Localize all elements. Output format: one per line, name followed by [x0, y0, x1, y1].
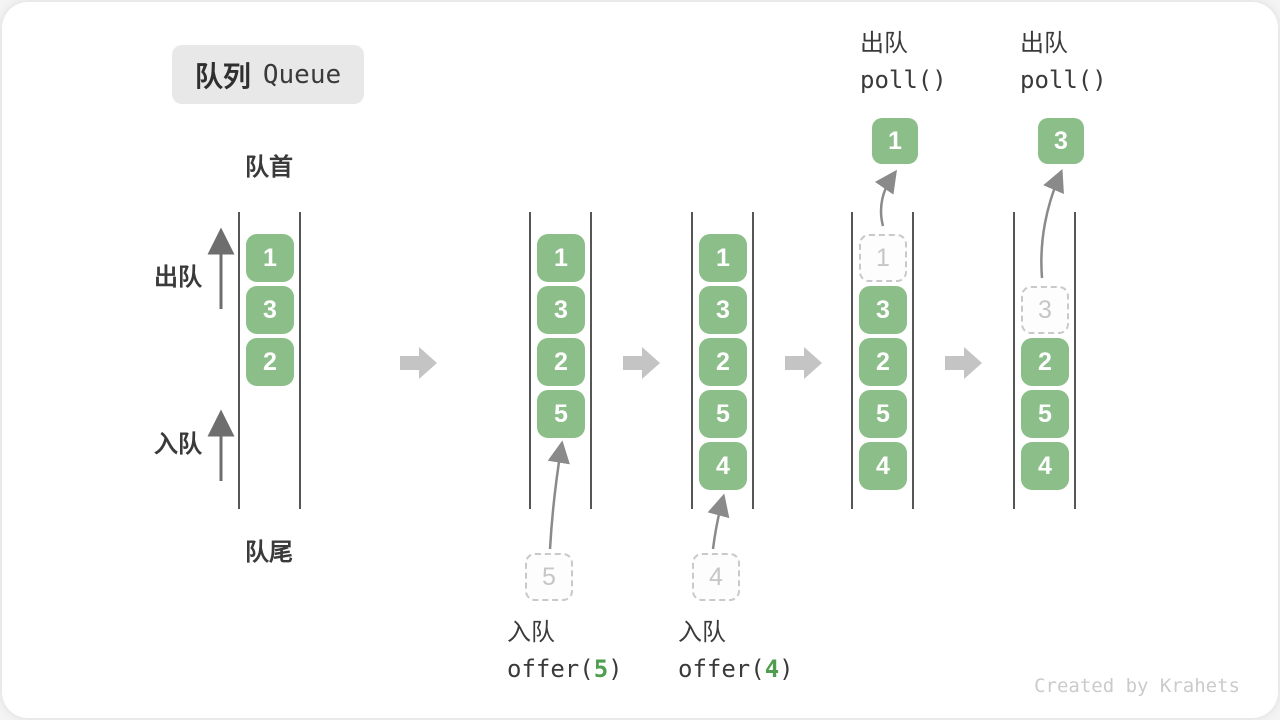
poll3-code: poll() — [1020, 66, 1107, 94]
queue-walls-state2 — [529, 212, 592, 509]
queue-cell: 2 — [859, 338, 907, 386]
queue-walls-state5 — [1013, 212, 1076, 509]
queue-cell: 4 — [699, 442, 747, 490]
offer4-label: 入队 — [678, 619, 726, 646]
offer4-caption: 入队 offer(4) — [678, 615, 794, 688]
offer4-code-after: ) — [779, 655, 794, 683]
transition-arrow-2 — [623, 347, 660, 379]
poll3-caption: 出队 poll() — [1020, 26, 1107, 99]
queue-walls-state3 — [691, 212, 754, 509]
queue-cell: 5 — [1021, 390, 1069, 438]
watermark: Created by Krahets — [1034, 675, 1240, 697]
queue-cell: 2 — [246, 338, 294, 386]
poll1-label: 出队 — [860, 30, 908, 57]
queue-cell: 2 — [1021, 338, 1069, 386]
front-label: 队首 — [245, 154, 293, 181]
queue-cell: 1 — [537, 234, 585, 282]
queue-cell: 3 — [537, 286, 585, 334]
side-dequeue-label: 出队 — [154, 264, 202, 291]
offer5-arg: 5 — [593, 655, 609, 683]
poll1-caption: 出队 poll() — [860, 26, 947, 99]
offer5-code-after: ) — [608, 655, 623, 683]
offer4-arrow — [707, 493, 730, 550]
queue-cell: 4 — [1021, 442, 1069, 490]
title-zh: 队列 — [194, 60, 251, 92]
title-badge: 队列 Queue — [172, 45, 364, 104]
offer5-code-before: offer( — [507, 655, 594, 683]
popped-cell: 1 — [872, 118, 918, 164]
offer5-label: 入队 — [507, 619, 555, 646]
pending-cell: 4 — [692, 553, 740, 601]
queue-cell: 4 — [859, 442, 907, 490]
transition-arrow-3 — [785, 347, 822, 379]
queue-cell: 3 — [246, 286, 294, 334]
offer4-code-before: offer( — [678, 655, 765, 683]
transition-arrow-1 — [400, 347, 437, 379]
queue-cell: 2 — [699, 338, 747, 386]
side-enqueue-label: 入队 — [154, 431, 202, 458]
queue-walls-state1 — [238, 212, 301, 509]
queue-cell: 2 — [537, 338, 585, 386]
popped-cell: 3 — [1038, 118, 1084, 164]
removed-cell: 1 — [859, 234, 907, 282]
queue-cell: 5 — [537, 390, 585, 438]
queue-cell: 3 — [859, 286, 907, 334]
title-en: Queue — [262, 59, 342, 90]
pending-cell: 5 — [525, 553, 573, 601]
rear-label: 队尾 — [245, 539, 293, 566]
poll3-label: 出队 — [1020, 30, 1068, 57]
queue-cell: 1 — [699, 234, 747, 282]
removed-cell: 3 — [1021, 286, 1069, 334]
poll1-code: poll() — [860, 66, 947, 94]
queue-cell: 1 — [246, 234, 294, 282]
offer4-arg: 4 — [764, 655, 780, 683]
queue-cell: 3 — [699, 286, 747, 334]
queue-cell: 5 — [859, 390, 907, 438]
queue-walls-state4 — [851, 212, 914, 509]
queue-cell: 5 — [699, 390, 747, 438]
transition-arrow-4 — [945, 347, 982, 379]
offer5-caption: 入队 offer(5) — [507, 615, 623, 688]
